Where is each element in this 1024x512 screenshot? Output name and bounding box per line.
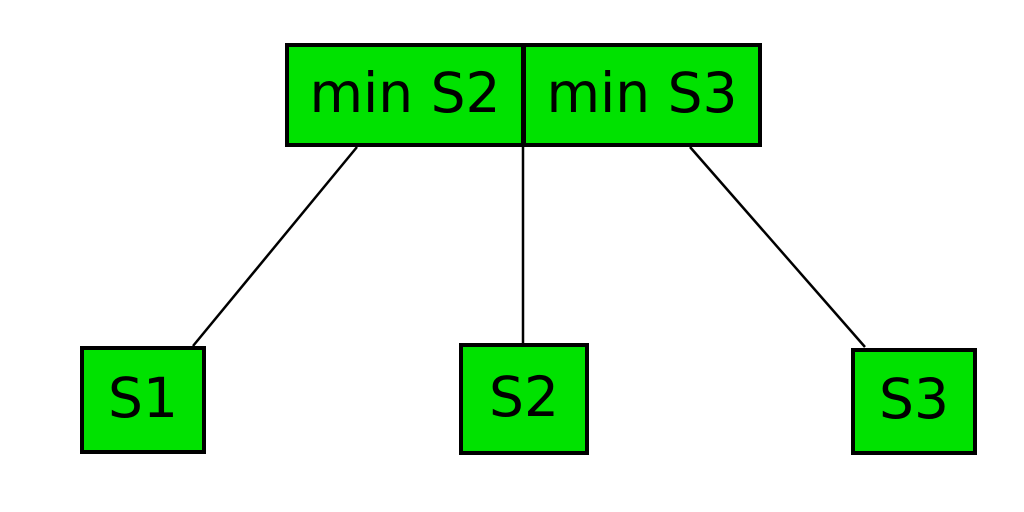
edge-root-to-s3 (689, 146, 866, 348)
root-node: min S2 min S3 (285, 43, 762, 147)
root-cell-min-s2: min S2 (289, 47, 526, 143)
root-cell-label: min S2 (309, 60, 501, 125)
root-cell-min-s3: min S3 (526, 47, 758, 143)
leaf-node-s1: S1 (80, 346, 206, 454)
leaf-node-label: S1 (108, 365, 178, 430)
edge-root-to-s1 (192, 146, 358, 347)
leaf-node-s3: S3 (851, 348, 977, 455)
root-cell-label: min S3 (546, 60, 738, 125)
leaf-node-label: S2 (489, 364, 559, 429)
leaf-node-s2: S2 (459, 343, 589, 455)
leaf-node-label: S3 (879, 367, 949, 431)
